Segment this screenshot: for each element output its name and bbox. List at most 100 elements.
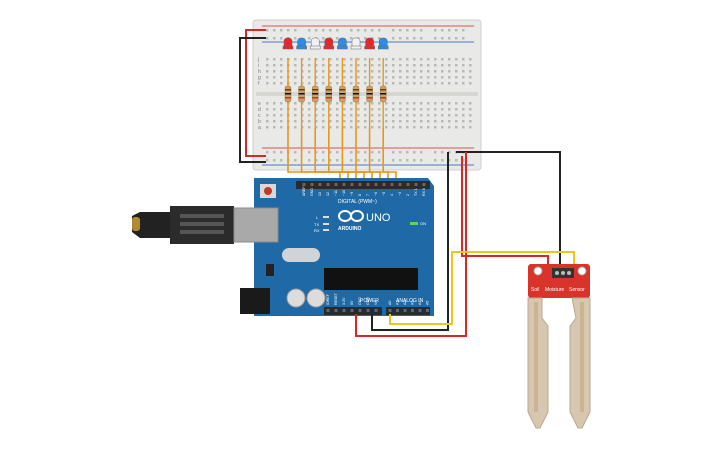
rail-hole[interactable]: [420, 29, 423, 32]
rail-hole[interactable]: [406, 37, 409, 40]
terminal-hole[interactable]: [392, 76, 395, 79]
rail-hole[interactable]: [441, 151, 444, 154]
terminal-hole[interactable]: [420, 102, 423, 105]
terminal-hole[interactable]: [371, 108, 374, 111]
digital-pin[interactable]: [390, 183, 394, 186]
terminal-hole[interactable]: [357, 76, 360, 79]
rail-hole[interactable]: [322, 159, 325, 162]
terminal-hole[interactable]: [455, 76, 458, 79]
terminal-hole[interactable]: [441, 102, 444, 105]
terminal-hole[interactable]: [378, 126, 381, 129]
rail-hole[interactable]: [315, 151, 318, 154]
terminal-hole[interactable]: [448, 82, 451, 85]
terminal-hole[interactable]: [399, 114, 402, 117]
terminal-hole[interactable]: [441, 76, 444, 79]
terminal-hole[interactable]: [308, 58, 311, 61]
terminal-hole[interactable]: [385, 108, 388, 111]
terminal-hole[interactable]: [266, 114, 269, 117]
terminal-hole[interactable]: [357, 114, 360, 117]
terminal-hole[interactable]: [350, 126, 353, 129]
terminal-hole[interactable]: [336, 102, 339, 105]
terminal-hole[interactable]: [448, 120, 451, 123]
terminal-hole[interactable]: [420, 120, 423, 123]
rail-hole[interactable]: [329, 151, 332, 154]
terminal-hole[interactable]: [378, 120, 381, 123]
terminal-hole[interactable]: [322, 82, 325, 85]
terminal-hole[interactable]: [392, 70, 395, 73]
terminal-hole[interactable]: [350, 70, 353, 73]
terminal-hole[interactable]: [413, 58, 416, 61]
terminal-hole[interactable]: [308, 64, 311, 67]
analog-pin[interactable]: [418, 309, 422, 312]
rail-hole[interactable]: [336, 151, 339, 154]
rail-hole[interactable]: [266, 159, 269, 162]
terminal-hole[interactable]: [434, 64, 437, 67]
terminal-hole[interactable]: [455, 102, 458, 105]
rail-hole[interactable]: [308, 37, 311, 40]
sensor-gnd-wire[interactable]: [456, 151, 561, 272]
terminal-hole[interactable]: [413, 114, 416, 117]
rail-hole[interactable]: [462, 159, 465, 162]
terminal-hole[interactable]: [448, 108, 451, 111]
terminal-hole[interactable]: [385, 126, 388, 129]
terminal-hole[interactable]: [420, 126, 423, 129]
terminal-hole[interactable]: [266, 120, 269, 123]
terminal-hole[interactable]: [413, 64, 416, 67]
terminal-hole[interactable]: [469, 108, 472, 111]
rail-hole[interactable]: [434, 29, 437, 32]
terminal-hole[interactable]: [462, 70, 465, 73]
terminal-hole[interactable]: [420, 76, 423, 79]
rail-hole[interactable]: [273, 29, 276, 32]
digital-pin[interactable]: [382, 183, 386, 186]
arduino-5v-wire[interactable]: [355, 152, 467, 337]
rail-hole[interactable]: [399, 37, 402, 40]
terminal-hole[interactable]: [427, 126, 430, 129]
terminal-hole[interactable]: [273, 114, 276, 117]
terminal-hole[interactable]: [308, 120, 311, 123]
terminal-hole[interactable]: [413, 82, 416, 85]
rail-hole[interactable]: [406, 151, 409, 154]
terminal-hole[interactable]: [378, 58, 381, 61]
terminal-hole[interactable]: [371, 102, 374, 105]
rail-hole[interactable]: [308, 29, 311, 32]
terminal-hole[interactable]: [357, 120, 360, 123]
rail-hole[interactable]: [280, 37, 283, 40]
rail-hole[interactable]: [420, 151, 423, 154]
terminal-hole[interactable]: [357, 126, 360, 129]
terminal-hole[interactable]: [280, 58, 283, 61]
terminal-hole[interactable]: [406, 76, 409, 79]
terminal-hole[interactable]: [392, 114, 395, 117]
terminal-hole[interactable]: [378, 70, 381, 73]
terminal-hole[interactable]: [357, 102, 360, 105]
rail-hole[interactable]: [315, 29, 318, 32]
power-pin[interactable]: [326, 309, 330, 312]
terminal-hole[interactable]: [315, 82, 318, 85]
rail-hole[interactable]: [280, 151, 283, 154]
terminal-hole[interactable]: [371, 82, 374, 85]
terminal-hole[interactable]: [357, 64, 360, 67]
terminal-hole[interactable]: [378, 102, 381, 105]
rail-hole[interactable]: [322, 37, 325, 40]
rail-hole[interactable]: [336, 29, 339, 32]
rail-hole[interactable]: [287, 29, 290, 32]
terminal-hole[interactable]: [420, 70, 423, 73]
terminal-hole[interactable]: [308, 70, 311, 73]
digital-pin[interactable]: [302, 183, 306, 186]
sensor-vcc-wire[interactable]: [461, 156, 549, 272]
rail-hole[interactable]: [392, 29, 395, 32]
terminal-hole[interactable]: [413, 120, 416, 123]
rail-hole[interactable]: [371, 151, 374, 154]
analog-pin[interactable]: [403, 309, 407, 312]
terminal-hole[interactable]: [469, 82, 472, 85]
rail-hole[interactable]: [413, 29, 416, 32]
terminal-hole[interactable]: [343, 64, 346, 67]
terminal-hole[interactable]: [385, 64, 388, 67]
terminal-hole[interactable]: [469, 70, 472, 73]
terminal-hole[interactable]: [336, 126, 339, 129]
terminal-hole[interactable]: [364, 114, 367, 117]
terminal-hole[interactable]: [350, 102, 353, 105]
terminal-hole[interactable]: [441, 58, 444, 61]
rail-hole[interactable]: [455, 159, 458, 162]
terminal-hole[interactable]: [364, 108, 367, 111]
terminal-hole[interactable]: [315, 126, 318, 129]
